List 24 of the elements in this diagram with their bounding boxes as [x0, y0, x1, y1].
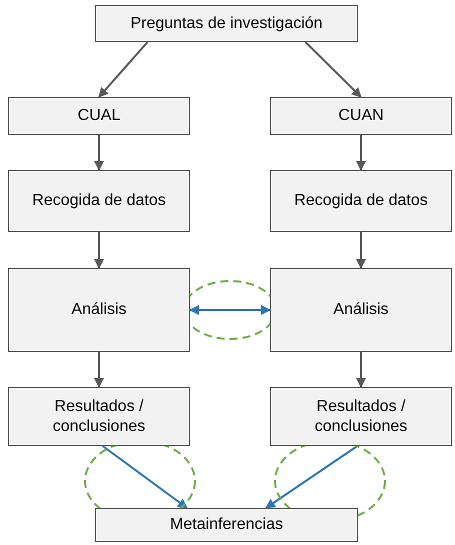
process-box: [8, 268, 190, 352]
box-label: Recogida de datos: [294, 191, 428, 211]
process-box: [95, 508, 358, 542]
box-label: Recogida de datos: [32, 191, 166, 211]
process-box: [8, 387, 190, 446]
process-box: [95, 5, 358, 42]
arrow: [94, 135, 104, 171]
box-label: Preguntas de investigación: [130, 14, 323, 34]
arrow: [98, 41, 148, 98]
process-box: [270, 170, 452, 232]
arrow: [94, 352, 104, 388]
arrow: [356, 135, 366, 171]
process-box: [8, 97, 190, 135]
arrow: [304, 41, 362, 98]
process-box: [8, 170, 190, 232]
process-box: [270, 387, 452, 446]
arrow: [356, 352, 366, 388]
process-box: [270, 97, 452, 135]
arrow: [189, 305, 271, 315]
arrow: [265, 445, 358, 509]
arrow: [94, 232, 104, 269]
arrow: [102, 445, 188, 509]
process-box: [270, 268, 452, 352]
arrow: [356, 232, 366, 269]
